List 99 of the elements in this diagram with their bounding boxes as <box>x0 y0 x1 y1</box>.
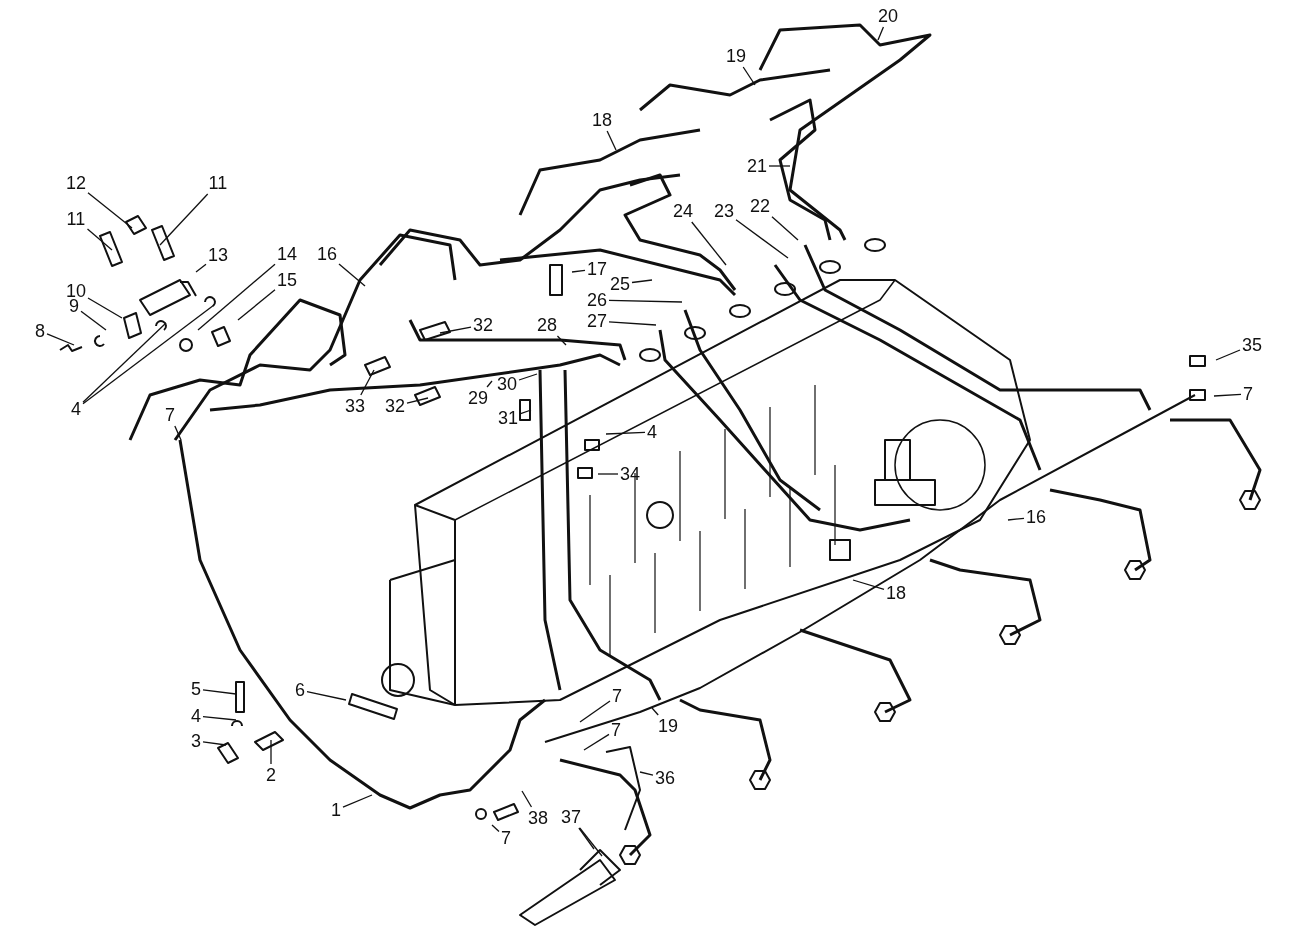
leader-line <box>579 827 603 857</box>
leader-line <box>518 373 538 381</box>
leader-line <box>768 165 791 167</box>
leader-line <box>571 269 586 273</box>
leader-line <box>174 425 182 441</box>
callout-number: 6 <box>295 680 305 700</box>
leader-line <box>742 66 756 86</box>
leader-line <box>202 716 237 721</box>
leader-line <box>202 689 237 695</box>
callout-number: 13 <box>208 245 229 265</box>
leader-line <box>80 310 107 331</box>
leader-line <box>159 193 209 246</box>
callout-number: 22 <box>750 196 771 216</box>
callout-number: 36 <box>655 768 676 788</box>
callout-number: 29 <box>468 388 489 408</box>
callout-number: 15 <box>277 270 298 290</box>
callout-number: 5 <box>191 679 201 699</box>
leader-line <box>342 794 373 808</box>
callout-number: 19 <box>726 46 747 66</box>
callout-number: 25 <box>610 274 631 294</box>
leader-line <box>486 380 493 388</box>
callout-number: 23 <box>714 201 735 221</box>
leader-line <box>519 409 532 415</box>
leader-line <box>608 321 657 326</box>
leader-line <box>579 700 611 723</box>
leader-line <box>237 289 276 321</box>
callout-number: 30 <box>497 374 518 394</box>
callout-number: 28 <box>537 315 558 335</box>
callout-number: 7 <box>1243 384 1253 404</box>
leader-line <box>197 263 276 331</box>
leader-line <box>852 579 885 590</box>
callout-number: 16 <box>317 244 338 264</box>
callout-number: 20 <box>878 6 899 26</box>
callout-number: 31 <box>498 408 519 428</box>
callout-number: 18 <box>886 583 907 603</box>
callout-number: 32 <box>385 396 406 416</box>
leader-line <box>87 297 123 319</box>
callout-number: 4 <box>647 422 657 442</box>
leader-line <box>608 299 683 303</box>
callout-number: 18 <box>592 110 613 130</box>
leader-line <box>639 771 654 776</box>
callout-number: 11 <box>66 209 86 229</box>
callout-number: 26 <box>587 290 608 310</box>
leader-line <box>87 192 133 229</box>
callout-number: 7 <box>611 720 621 740</box>
callout-number: 8 <box>35 321 45 341</box>
callout-number: 12 <box>66 173 87 193</box>
leader-line <box>46 333 75 346</box>
leader-line <box>491 824 500 833</box>
leader-line <box>877 26 885 41</box>
callout-number: 19 <box>658 716 679 736</box>
callout-number: 3 <box>191 731 201 751</box>
leader-line <box>1213 393 1242 397</box>
leader-line <box>439 326 472 334</box>
callout-number: 38 <box>528 808 549 828</box>
callout-number: 7 <box>165 405 175 425</box>
callout-number: 24 <box>673 201 694 221</box>
callout-number: 32 <box>473 315 494 335</box>
callout-number: 17 <box>587 259 608 279</box>
callout-number: 21 <box>747 156 768 176</box>
leader-line <box>82 304 215 405</box>
leader-line <box>360 369 375 396</box>
leader-line <box>691 221 727 266</box>
callout-number: 1 <box>331 800 341 820</box>
leader-line <box>605 431 646 435</box>
leader-line <box>86 228 113 251</box>
leader-line <box>270 739 272 765</box>
leader-line <box>606 130 617 151</box>
leader-line <box>406 397 429 404</box>
callout-number: 16 <box>1026 507 1047 527</box>
leader-line <box>1215 349 1241 361</box>
leader-line <box>735 219 789 259</box>
callout-number: 34 <box>620 464 641 484</box>
callout-number: 7 <box>501 828 511 848</box>
callout-number: 27 <box>587 311 608 331</box>
leader-line <box>771 216 799 241</box>
leader-line <box>1007 517 1025 521</box>
callout-number: 11 <box>208 173 228 193</box>
leader-line <box>195 263 207 273</box>
leader-line <box>338 263 366 287</box>
leader-line <box>631 279 653 284</box>
callout-number: 4 <box>191 706 201 726</box>
leader-line <box>521 790 533 808</box>
callout-number: 9 <box>69 296 79 316</box>
callout-number: 37 <box>561 807 582 827</box>
callout-number: 14 <box>277 244 298 264</box>
callout-number: 7 <box>612 686 622 706</box>
callout-number: 2 <box>266 765 276 785</box>
leader-line <box>583 733 610 751</box>
callout-number: 35 <box>1242 335 1263 355</box>
callout-number: 33 <box>345 396 366 416</box>
leader-line <box>556 335 567 346</box>
callout-number: 4 <box>71 399 81 419</box>
leader-line <box>202 741 227 746</box>
leader-line <box>597 473 619 475</box>
leader-line <box>651 707 659 716</box>
leader-line <box>306 690 347 701</box>
leader-line <box>578 827 595 850</box>
leader-line <box>82 322 167 403</box>
